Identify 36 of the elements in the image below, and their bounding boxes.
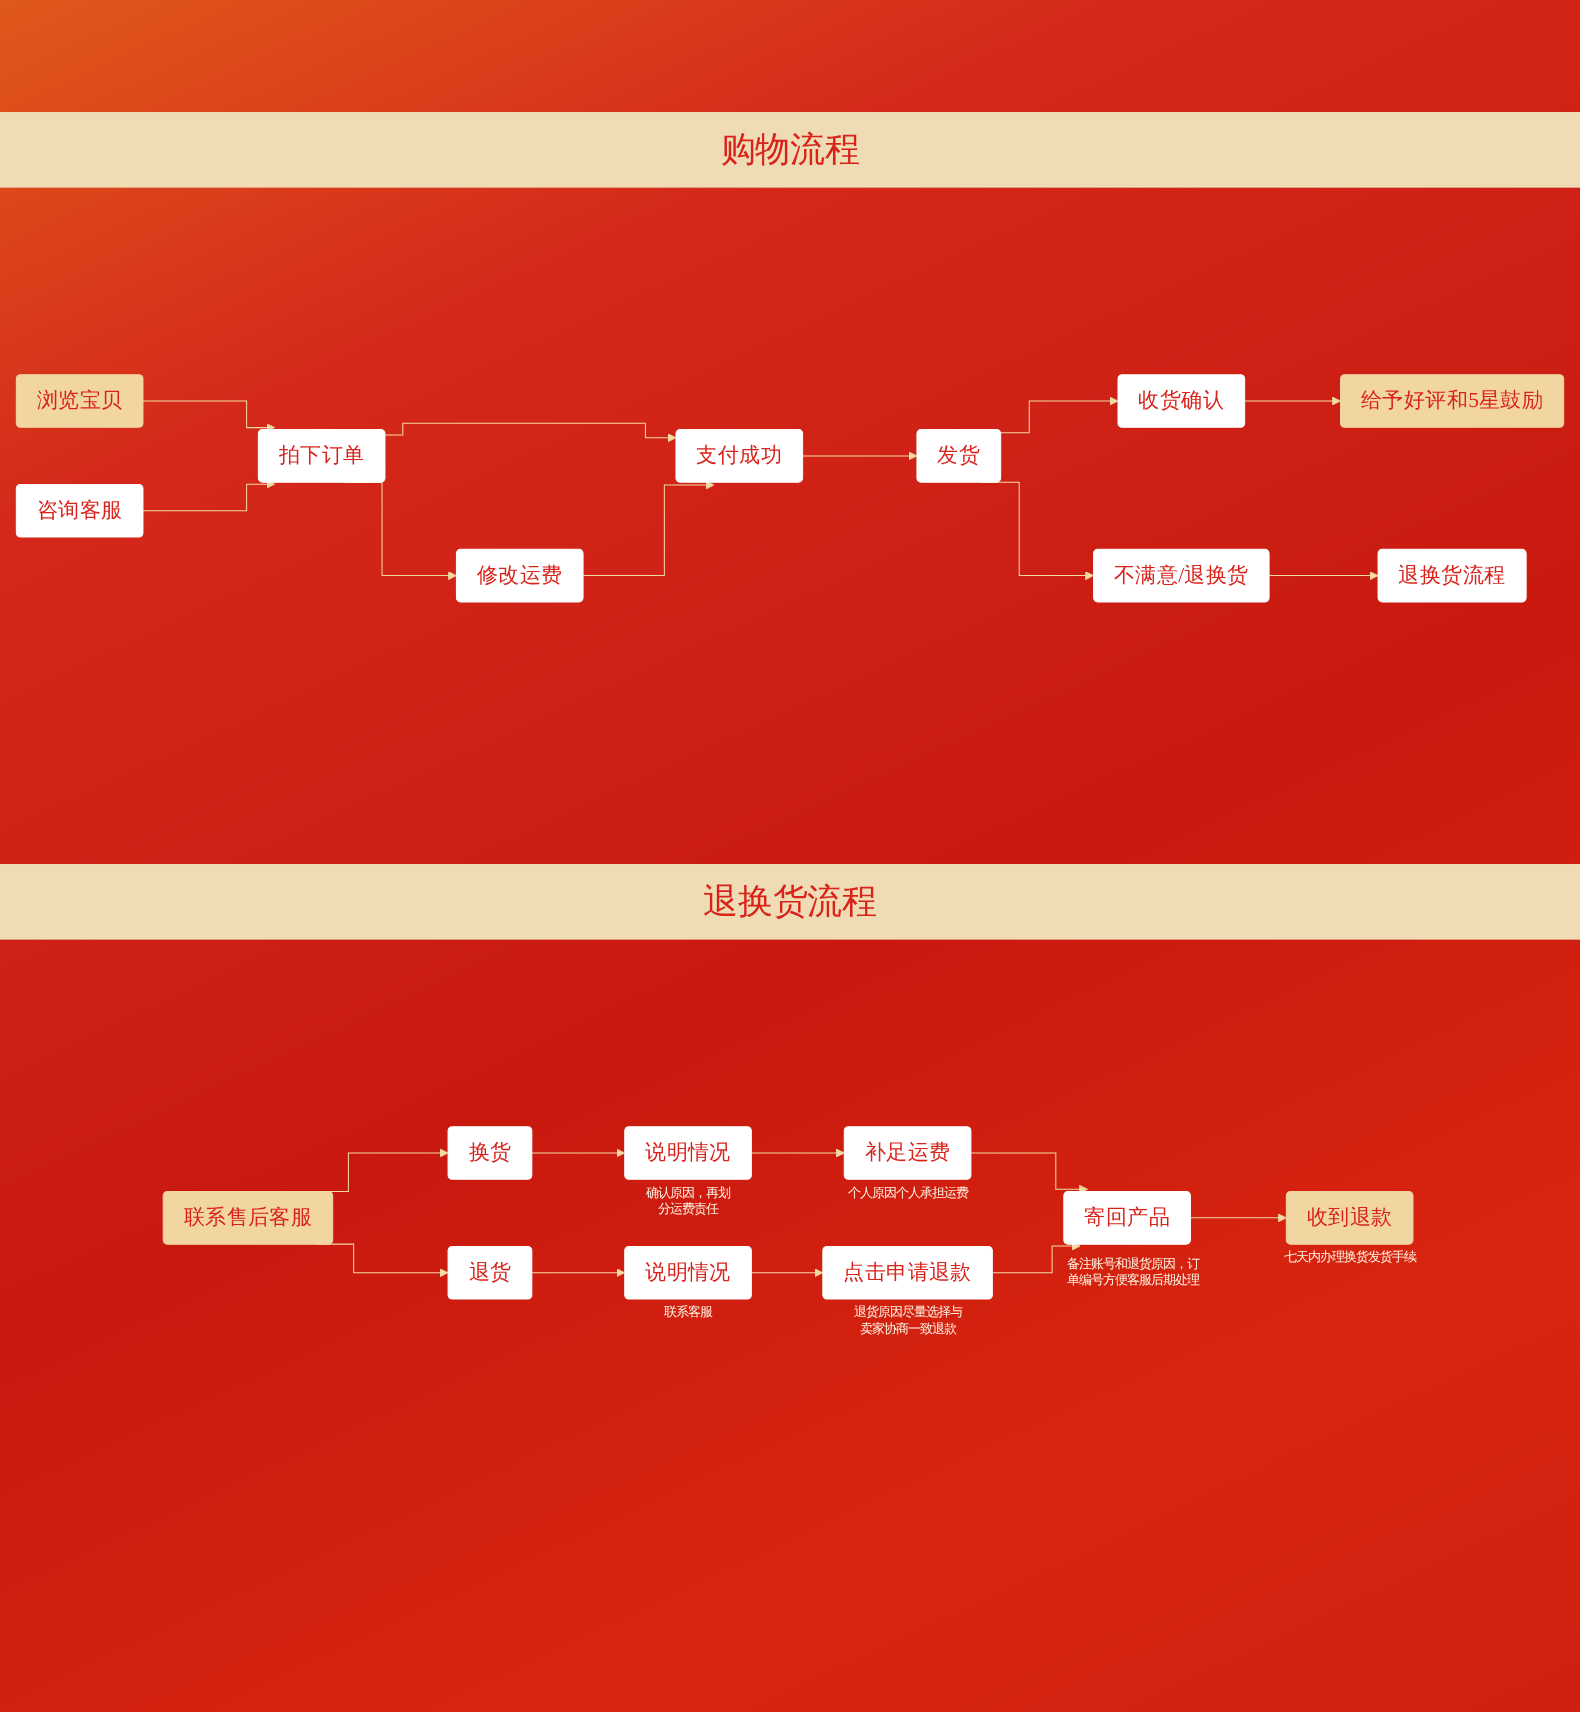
node-box: 不满意/退换货 xyxy=(1093,548,1270,603)
node-box: 退换货流程 xyxy=(1377,548,1527,603)
arrow xyxy=(991,1241,1081,1274)
node-box: 联系售后客服 xyxy=(162,1191,334,1245)
arrow xyxy=(750,1268,824,1278)
node-box: 给予好评和5星鼓励 xyxy=(1340,374,1565,428)
arrow xyxy=(1244,396,1341,406)
node-box: 拍下订单 xyxy=(257,429,386,483)
node-box: 收到退款 xyxy=(1285,1191,1414,1245)
arrow xyxy=(384,422,677,443)
arrow xyxy=(802,451,918,461)
arrow xyxy=(142,400,276,433)
arrow xyxy=(1268,571,1379,581)
node-box: 退换货流程 xyxy=(0,864,1580,940)
arrow xyxy=(582,480,715,577)
arrow xyxy=(142,479,276,512)
arrow xyxy=(1000,396,1119,434)
node-box: 收货确认 xyxy=(1117,374,1246,428)
node-box: 换货 xyxy=(447,1126,533,1180)
node-box: 发货 xyxy=(916,429,1002,483)
node-box: 说明情况 xyxy=(624,1245,752,1300)
arrow xyxy=(531,1148,626,1158)
node-box: 退货 xyxy=(447,1245,533,1300)
node-box: 点击申请退款 xyxy=(822,1245,993,1300)
node-box: 咨询客服 xyxy=(15,483,144,538)
node-box: 购物流程 xyxy=(0,112,1580,188)
node-box: 说明情况 xyxy=(624,1126,752,1180)
arrow xyxy=(1189,1213,1287,1223)
node-box: 支付成功 xyxy=(675,429,804,483)
arrow xyxy=(750,1148,845,1158)
node-box: 浏览宝贝 xyxy=(15,374,144,428)
node-box: 寄回产品 xyxy=(1063,1191,1191,1245)
arrow xyxy=(531,1268,626,1278)
arrow xyxy=(970,1152,1089,1194)
node-box: 修改运费 xyxy=(455,548,584,603)
node-box: 补足运费 xyxy=(843,1126,972,1180)
